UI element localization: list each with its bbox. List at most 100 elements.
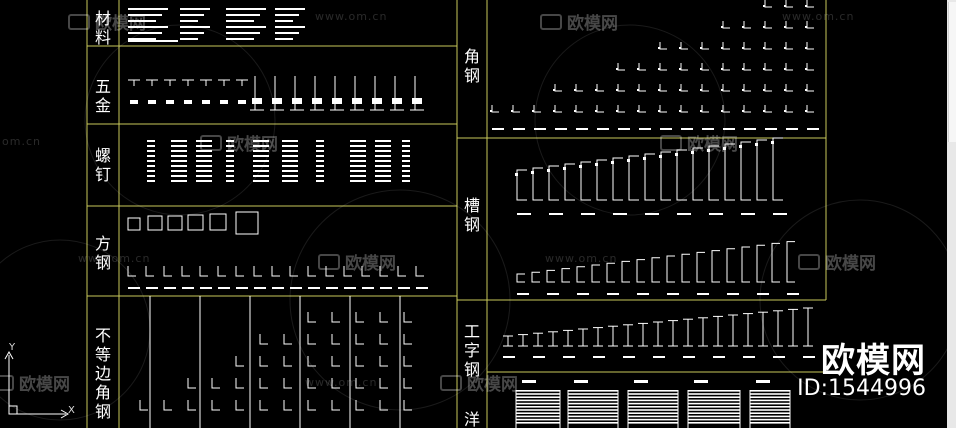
table-row — [568, 393, 618, 395]
dimension-mark — [398, 287, 410, 289]
angle-steel-dot — [742, 110, 744, 112]
dimension-mark — [533, 356, 545, 358]
watermark-logo: 欧模网 — [440, 370, 518, 395]
table-row — [688, 402, 740, 405]
screw-table-line — [282, 180, 298, 182]
channel-steel-profile — [692, 147, 703, 201]
dimension-mark — [787, 293, 799, 295]
unequal-angle-profile — [379, 378, 388, 389]
channel-steel-profile — [786, 241, 795, 283]
channel-steel-profile — [548, 165, 559, 201]
dimension-mark — [773, 356, 785, 358]
angle-steel-dot — [805, 47, 807, 49]
screw-table-line — [282, 160, 298, 162]
angle-steel-profile — [596, 105, 604, 113]
screw-table-line — [350, 155, 366, 157]
channel-steel-dot — [515, 173, 518, 176]
channel-steel-profile — [596, 159, 607, 201]
angle-steel-profile — [743, 42, 751, 50]
dimension-mark — [218, 287, 230, 289]
angle-steel-dot — [805, 89, 807, 91]
unequal-angle-profile — [403, 312, 412, 323]
table-row — [628, 406, 678, 408]
angle-steel-profile — [680, 84, 688, 92]
screw-table-line — [226, 170, 234, 172]
table-row — [568, 399, 618, 402]
hardware-symbol — [184, 100, 192, 104]
angle-steel-profile — [659, 84, 667, 92]
table-row — [568, 422, 618, 424]
screw-table-line — [196, 180, 212, 182]
screw-table-line — [402, 160, 410, 162]
screw-table-line — [350, 180, 366, 182]
angle-steel-dot — [700, 89, 702, 91]
screw-table-line — [375, 180, 391, 182]
angle-steel-profile — [680, 63, 688, 71]
unequal-angle-profile — [283, 356, 292, 367]
angle-steel-dot — [679, 68, 681, 70]
angle-steel-profile — [575, 84, 583, 92]
hardware-symbol — [312, 98, 322, 104]
unequal-angle-profile — [355, 334, 364, 345]
screw-table-line — [196, 155, 212, 157]
screw-table-line — [375, 150, 391, 152]
square-steel-angle — [415, 266, 424, 277]
screw-table-line — [147, 155, 155, 157]
dimension-mark — [517, 213, 531, 215]
unequal-angle-profile — [235, 378, 244, 389]
screw-table-line — [196, 170, 212, 172]
table-row — [628, 393, 678, 395]
screw-table-line — [147, 170, 155, 172]
square-steel-angle — [397, 266, 406, 277]
square-steel-angle — [253, 266, 262, 277]
screw-table-line — [350, 165, 366, 167]
angle-steel-profile — [785, 0, 793, 8]
table-row — [568, 409, 618, 411]
angle-steel-profile — [491, 105, 499, 113]
screw-table-line — [171, 150, 187, 152]
table-row — [750, 396, 790, 398]
dimension-mark — [697, 293, 709, 295]
screw-table-line — [171, 145, 187, 147]
angle-steel-profile — [785, 42, 793, 50]
dimension-mark — [613, 213, 627, 215]
dimension-mark — [200, 287, 212, 289]
dimension-mark — [492, 128, 504, 130]
screw-table-line — [375, 160, 391, 162]
dimension-mark — [681, 128, 693, 130]
table-row — [688, 422, 740, 424]
channel-steel-profile — [651, 257, 660, 283]
screw-table-line — [316, 180, 324, 182]
hardware-symbol — [272, 98, 282, 104]
table-row — [516, 415, 560, 418]
material-text-line — [180, 32, 204, 34]
screw-table-line — [147, 140, 155, 142]
dimension-mark — [326, 287, 338, 289]
screw-table-line — [402, 175, 410, 177]
unequal-angle-profile — [331, 356, 340, 367]
vertical-scrollbar[interactable] — [947, 0, 956, 428]
channel-steel-profile — [681, 253, 690, 283]
scrollbar-thumb[interactable] — [948, 2, 956, 142]
angle-steel-profile — [638, 105, 646, 113]
hardware-symbol — [220, 100, 228, 104]
hardware-symbol — [352, 98, 362, 104]
watermark-circle — [84, 24, 276, 216]
table-row — [688, 412, 740, 414]
angle-steel-profile — [806, 105, 814, 113]
screw-table-line — [316, 145, 324, 147]
material-text-line — [128, 26, 168, 28]
table-row — [568, 418, 618, 421]
channel-steel-dot — [771, 141, 774, 144]
screw-table-line — [316, 140, 324, 142]
angle-steel-profile — [701, 42, 709, 50]
angle-steel-profile — [764, 21, 772, 29]
screw-table-line — [226, 175, 234, 177]
screw-table-line — [171, 180, 187, 182]
angle-steel-profile — [764, 63, 772, 71]
unequal-angle-profile — [139, 400, 148, 411]
screw-table-line — [282, 150, 298, 152]
brand-logo: 欧模网 — [821, 341, 926, 381]
hardware-symbol — [202, 100, 210, 104]
